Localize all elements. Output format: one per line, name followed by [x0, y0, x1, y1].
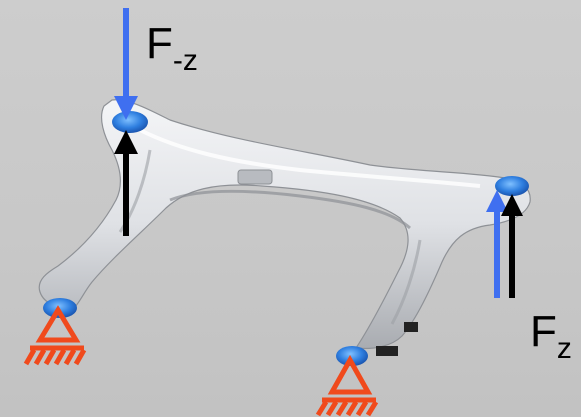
subframe-cutout: [238, 170, 272, 184]
force-z-subscript: z: [557, 332, 572, 365]
subframe-part: [39, 100, 530, 356]
load-point-right-icon: [495, 176, 529, 196]
support-left: [26, 310, 84, 364]
support-triangle-icon: [332, 360, 368, 392]
force-neg-z-subscript: -z: [173, 44, 198, 77]
support-right: [318, 360, 376, 415]
reaction-arrow-right: [501, 194, 523, 298]
force-neg-z-arrow: [114, 8, 138, 120]
force-neg-z-base: F: [146, 19, 173, 68]
bracket-detail-1: [404, 322, 418, 332]
bracket-detail-2: [376, 346, 398, 356]
ground-hatch-icon: [318, 402, 376, 415]
force-z-label: Fz: [530, 310, 572, 354]
force-z-base: F: [530, 307, 557, 356]
force-neg-z-label: F-z: [146, 22, 198, 66]
load-point-top-left-icon: [112, 111, 148, 133]
force-z-arrow: [486, 190, 508, 298]
subframe-body: [39, 100, 530, 349]
ground-hatch-icon: [26, 350, 84, 364]
